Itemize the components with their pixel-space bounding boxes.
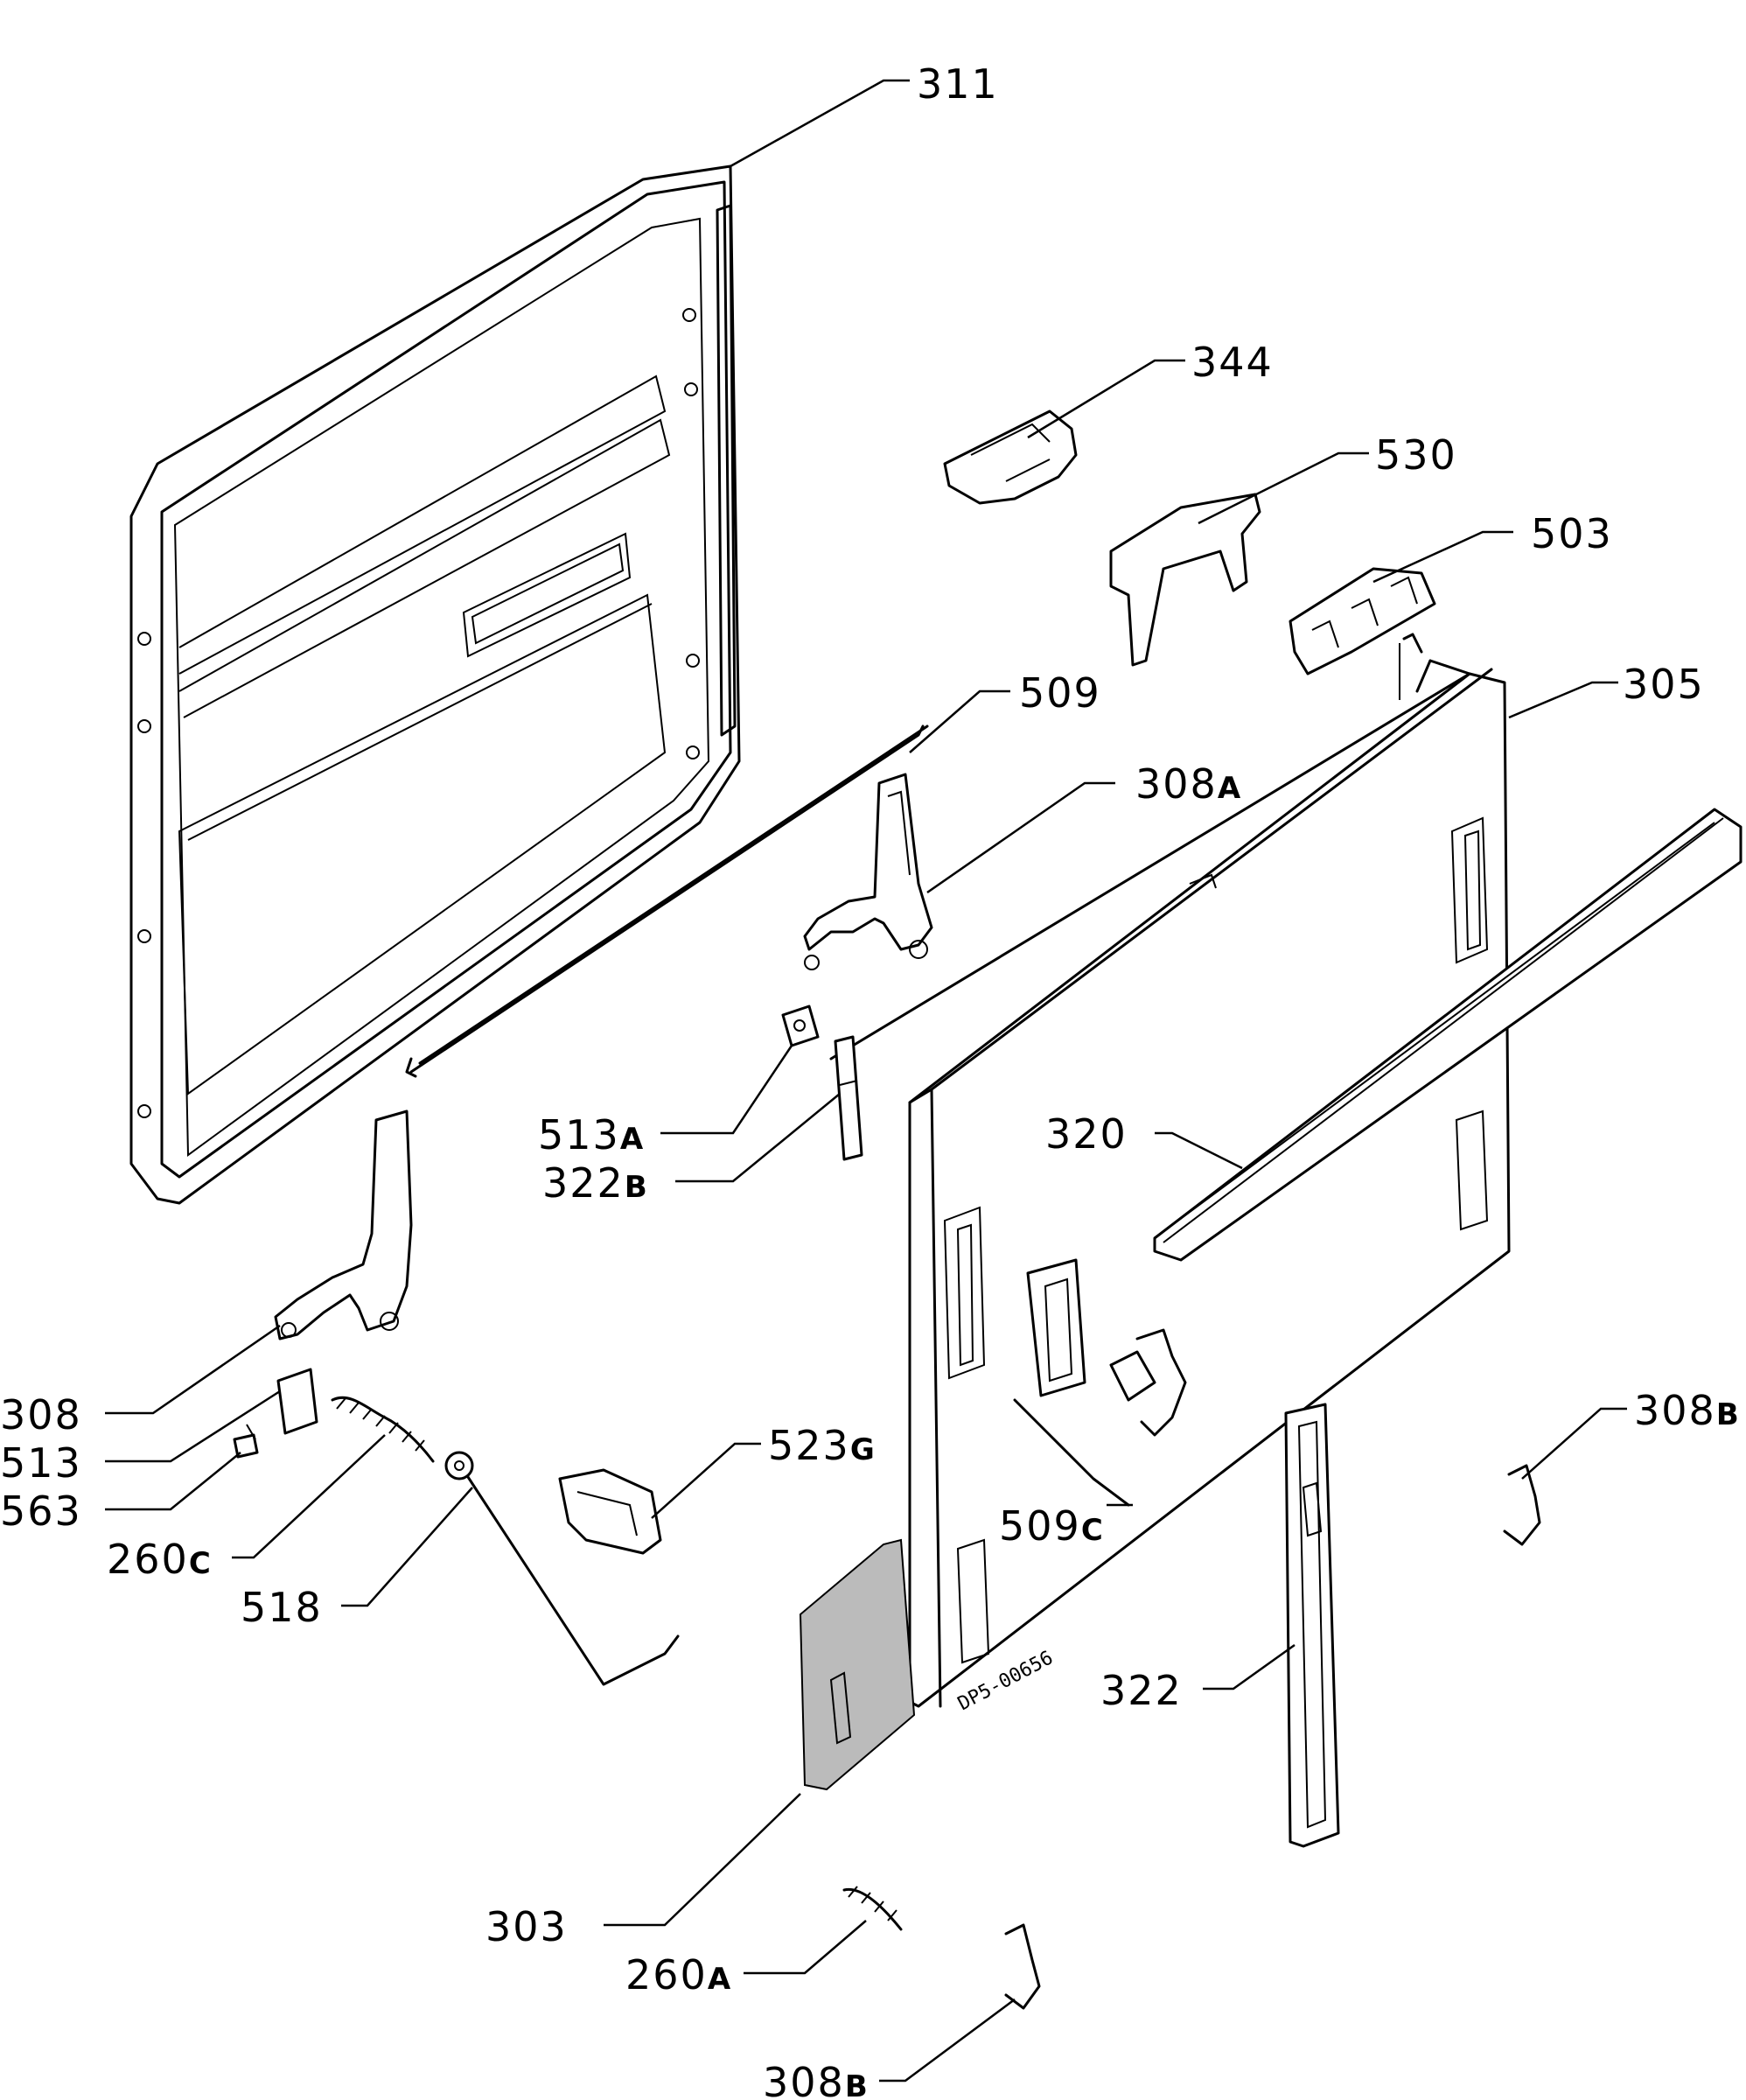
part-308a-hinge bbox=[803, 773, 933, 970]
label-320: 320 bbox=[1045, 1110, 1128, 1158]
label-530: 530 bbox=[1375, 431, 1457, 479]
label-503: 503 bbox=[1531, 510, 1613, 557]
part-320-trim bbox=[1153, 808, 1743, 1262]
part-518-cable bbox=[444, 1451, 680, 1686]
label-260c: 260C bbox=[107, 1536, 213, 1583]
part-308b-hook-right bbox=[1503, 1464, 1541, 1546]
label-513a: 513A bbox=[538, 1111, 645, 1158]
part-260c-spring bbox=[331, 1396, 435, 1463]
label-308b-bottom: 308B bbox=[763, 2059, 870, 2100]
label-322: 322 bbox=[1100, 1667, 1183, 1714]
label-260a: 260A bbox=[625, 1951, 732, 1998]
part-322-side-strip bbox=[1284, 1403, 1340, 1848]
label-311: 311 bbox=[917, 60, 999, 108]
label-308a: 308A bbox=[1135, 760, 1242, 808]
part-563-screw bbox=[233, 1424, 259, 1459]
part-260a-spring bbox=[842, 1886, 903, 1931]
part-308-hinge bbox=[274, 1110, 413, 1340]
label-563: 563 bbox=[0, 1488, 82, 1535]
diagram-stamp: DP5-00656 bbox=[954, 1647, 1057, 1715]
part-513-block bbox=[276, 1368, 318, 1435]
label-509: 509 bbox=[1019, 669, 1101, 717]
part-308b-hook-bottom bbox=[1004, 1923, 1041, 2010]
part-523g-handle bbox=[558, 1468, 662, 1555]
label-308b-right: 308B bbox=[1634, 1387, 1741, 1434]
part-513a-clip bbox=[781, 1004, 820, 1047]
labels: 311 344 530 503 305 509 308A 513A 322B 3… bbox=[0, 60, 1741, 2100]
part-344-latch bbox=[943, 410, 1078, 505]
label-509c: 509C bbox=[999, 1502, 1105, 1550]
part-503-switch bbox=[1289, 567, 1436, 676]
label-344: 344 bbox=[1191, 339, 1274, 386]
label-513: 513 bbox=[0, 1439, 82, 1487]
label-305: 305 bbox=[1623, 661, 1705, 708]
part-509-rod bbox=[405, 724, 929, 1078]
part-322b-bracket bbox=[834, 1035, 863, 1161]
label-523g: 523G bbox=[768, 1422, 876, 1469]
part-311-inner-door bbox=[129, 164, 741, 1205]
label-518: 518 bbox=[241, 1584, 323, 1631]
part-303-plate bbox=[799, 1538, 916, 1791]
label-308: 308 bbox=[0, 1391, 82, 1438]
label-303: 303 bbox=[485, 1903, 568, 1950]
leader-lines bbox=[105, 79, 1627, 2082]
part-509c-assembly bbox=[1013, 1258, 1187, 1507]
part-530-catch bbox=[1109, 493, 1261, 667]
label-322b: 322B bbox=[542, 1159, 649, 1207]
